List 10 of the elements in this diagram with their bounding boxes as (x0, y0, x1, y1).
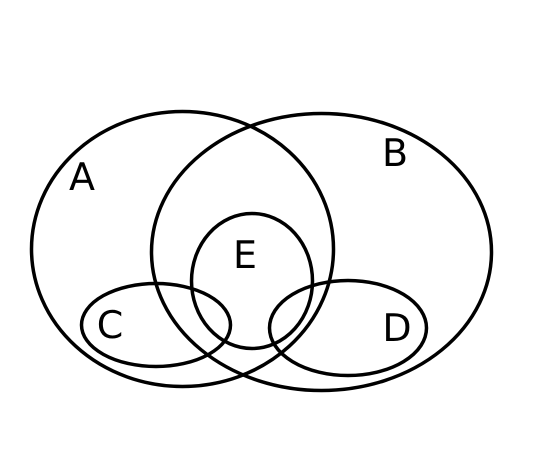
set-ellipse (30, 110, 335, 388)
set-label: A (69, 157, 95, 197)
set-ellipse (190, 212, 314, 350)
set-label: C (96, 305, 124, 345)
set-label: D (382, 308, 412, 348)
set-ellipse (268, 279, 428, 377)
set-ellipse (80, 282, 232, 368)
set-label: E (233, 235, 257, 275)
set-label: B (382, 133, 408, 173)
set-ellipse (150, 112, 493, 392)
